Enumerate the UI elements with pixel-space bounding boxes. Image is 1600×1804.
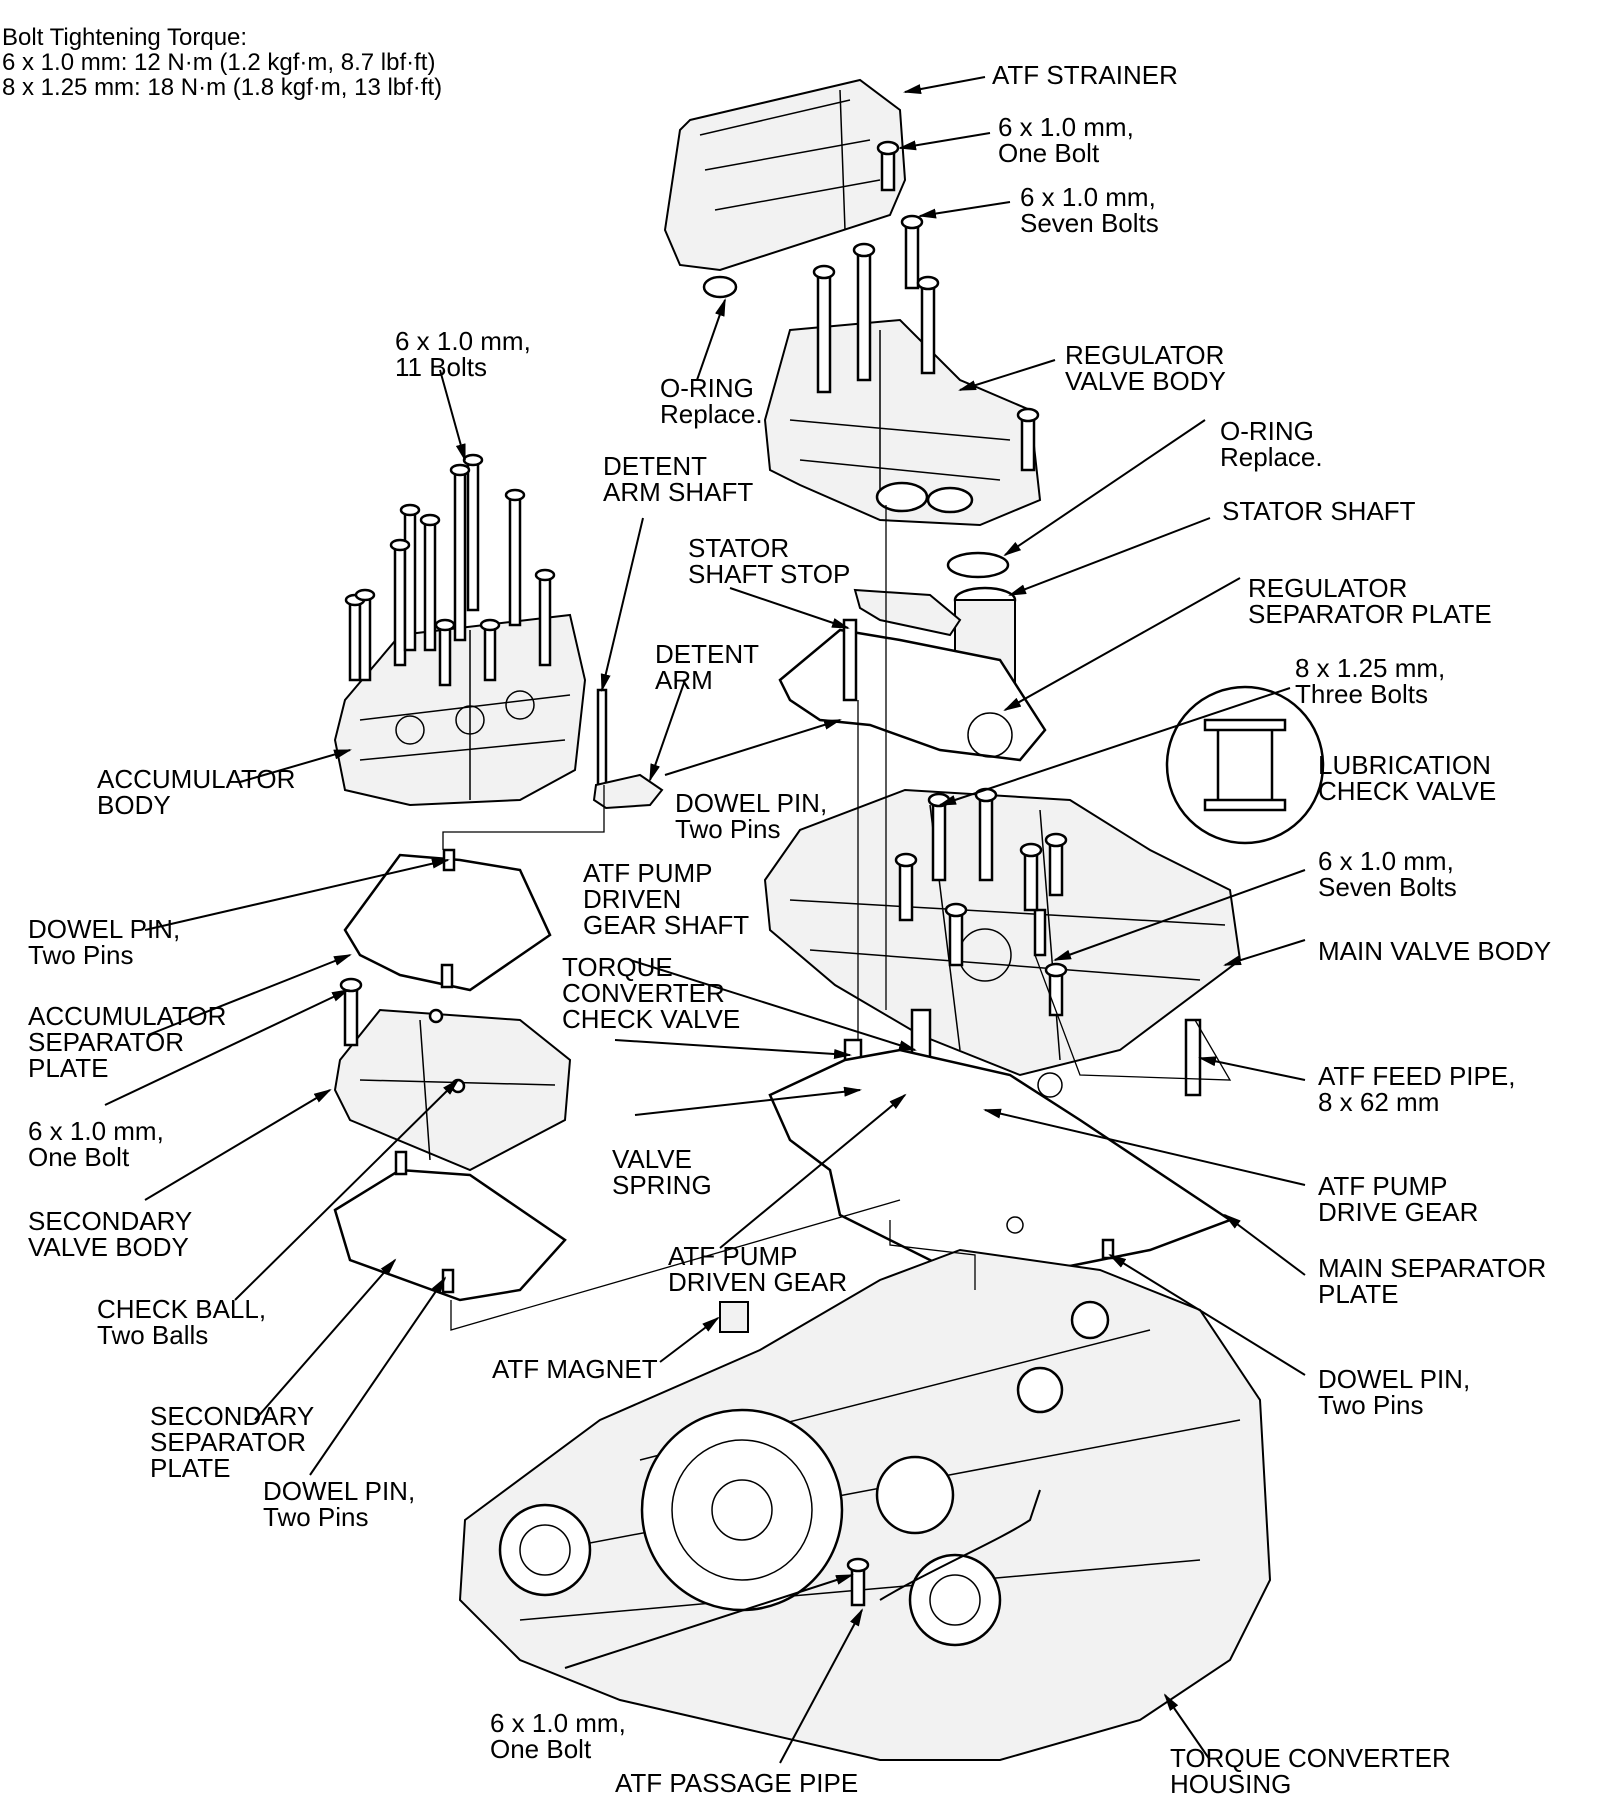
regulator-valve-body-part: [763, 242, 1042, 527]
detent-arm-part: [592, 688, 664, 810]
torque-spec-8mm: 8 x 1.25 mm: 18 N·m (1.8 kgf·m, 13 lbf·f…: [2, 74, 442, 101]
label-stator-shaft-stop: STATOR SHAFT STOP: [688, 533, 850, 589]
label-main-separator-plate: MAIN SEPARATOR PLATE: [1318, 1253, 1554, 1309]
label-lubrication-check-valve: LUBRICATION CHECK VALVE: [1318, 750, 1498, 806]
part-drawings: [333, 78, 1325, 1761]
label-check-ball: CHECK BALL, Two Balls: [97, 1294, 273, 1350]
label-main-bolts: 8 x 1.25 mm, Three Bolts: [1295, 653, 1453, 709]
atf-magnet-part: [719, 1301, 749, 1333]
accumulator-separator-plate-part: [343, 848, 552, 992]
label-valve-spring: VALVE SPRING: [612, 1144, 712, 1200]
label-atf-magnet: ATF MAGNET: [492, 1354, 658, 1384]
label-secondary-valve-body: SECONDARY VALVE BODY: [28, 1206, 199, 1262]
label-accumulator-bolts: 6 x 1.0 mm, 11 Bolts: [395, 326, 538, 382]
label-oring-strainer: O-RING Replace.: [660, 373, 763, 429]
label-stator-shaft: STATOR SHAFT: [1222, 496, 1416, 526]
part-labels: ATF STRAINER 6 x 1.0 mm, One Bolt 6 x 1.…: [28, 60, 1554, 1799]
label-main-valve-body: MAIN VALVE BODY: [1318, 936, 1551, 966]
label-main-seven-bolts: 6 x 1.0 mm, Seven Bolts: [1318, 846, 1461, 902]
label-detent-arm: DETENT ARM: [655, 639, 766, 695]
label-dowel-pin-bottom: DOWEL PIN, Two Pins: [263, 1476, 422, 1532]
accumulator-body-part: [333, 453, 587, 807]
strainer-bolts-part: [876, 140, 924, 290]
label-atf-passage-pipe: ATF PASSAGE PIPE: [615, 1768, 858, 1798]
lubrication-check-valve-callout: [1165, 685, 1325, 845]
torque-spec-block: Bolt Tightening Torque: 6 x 1.0 mm: 12 N…: [2, 24, 442, 101]
label-oring-stator: O-RING Replace.: [1220, 416, 1323, 472]
torque-converter-housing-part: [458, 1248, 1272, 1761]
label-accumulator-separator-plate: ACCUMULATOR SEPARATOR PLATE: [28, 1001, 234, 1083]
label-atf-strainer: ATF STRAINER: [992, 60, 1178, 90]
alignment-lines: [442, 505, 1232, 1331]
leader-lines: [104, 76, 1306, 1764]
secondary-separator-plate-part: [333, 1150, 567, 1302]
label-dowel-pin-right: DOWEL PIN, Two Pins: [1318, 1364, 1477, 1420]
label-dowel-pin-left: DOWEL PIN, Two Pins: [28, 914, 187, 970]
label-detent-arm-shaft: DETENT ARM SHAFT: [603, 451, 753, 507]
label-regulator-bolts: 6 x 1.0 mm, Seven Bolts: [1020, 182, 1163, 238]
label-atf-pump-driven-gear: ATF PUMP DRIVEN GEAR: [668, 1241, 847, 1297]
label-secondary-bolt: 6 x 1.0 mm, One Bolt: [28, 1116, 171, 1172]
torque-title: Bolt Tightening Torque:: [2, 24, 247, 51]
label-passage-bolt: 6 x 1.0 mm, One Bolt: [490, 1708, 633, 1764]
atf-strainer-part: [663, 78, 907, 299]
label-accumulator-body: ACCUMULATOR BODY: [97, 764, 303, 820]
regulator-separator-plate-part: [778, 618, 1047, 762]
label-atf-pump-driven-gear-shaft: ATF PUMP DRIVEN GEAR SHAFT: [583, 858, 749, 940]
secondary-valve-body-part: [333, 977, 572, 1172]
torque-spec-6mm: 6 x 1.0 mm: 12 N·m (1.2 kgf·m, 8.7 lbf·f…: [2, 49, 435, 76]
label-regulator-valve-body: REGULATOR VALVE BODY: [1065, 340, 1232, 396]
label-torque-converter-check-valve: TORQUE CONVERTER CHECK VALVE: [562, 952, 740, 1034]
label-atf-feed-pipe: ATF FEED PIPE, 8 x 62 mm: [1318, 1061, 1523, 1117]
main-valve-body-part: [763, 787, 1242, 1097]
label-dowel-pin-upper: DOWEL PIN, Two Pins: [675, 788, 834, 844]
main-separator-plate-part: [768, 1048, 1233, 1272]
label-atf-pump-drive-gear: ATF PUMP DRIVE GEAR: [1318, 1171, 1478, 1227]
label-torque-converter-housing: TORQUE CONVERTER HOUSING: [1170, 1743, 1458, 1799]
label-strainer-bolt: 6 x 1.0 mm, One Bolt: [998, 112, 1141, 168]
label-secondary-separator-plate: SECONDARY SEPARATOR PLATE: [150, 1401, 321, 1483]
label-regulator-separator-plate: REGULATOR SEPARATOR PLATE: [1248, 573, 1492, 629]
